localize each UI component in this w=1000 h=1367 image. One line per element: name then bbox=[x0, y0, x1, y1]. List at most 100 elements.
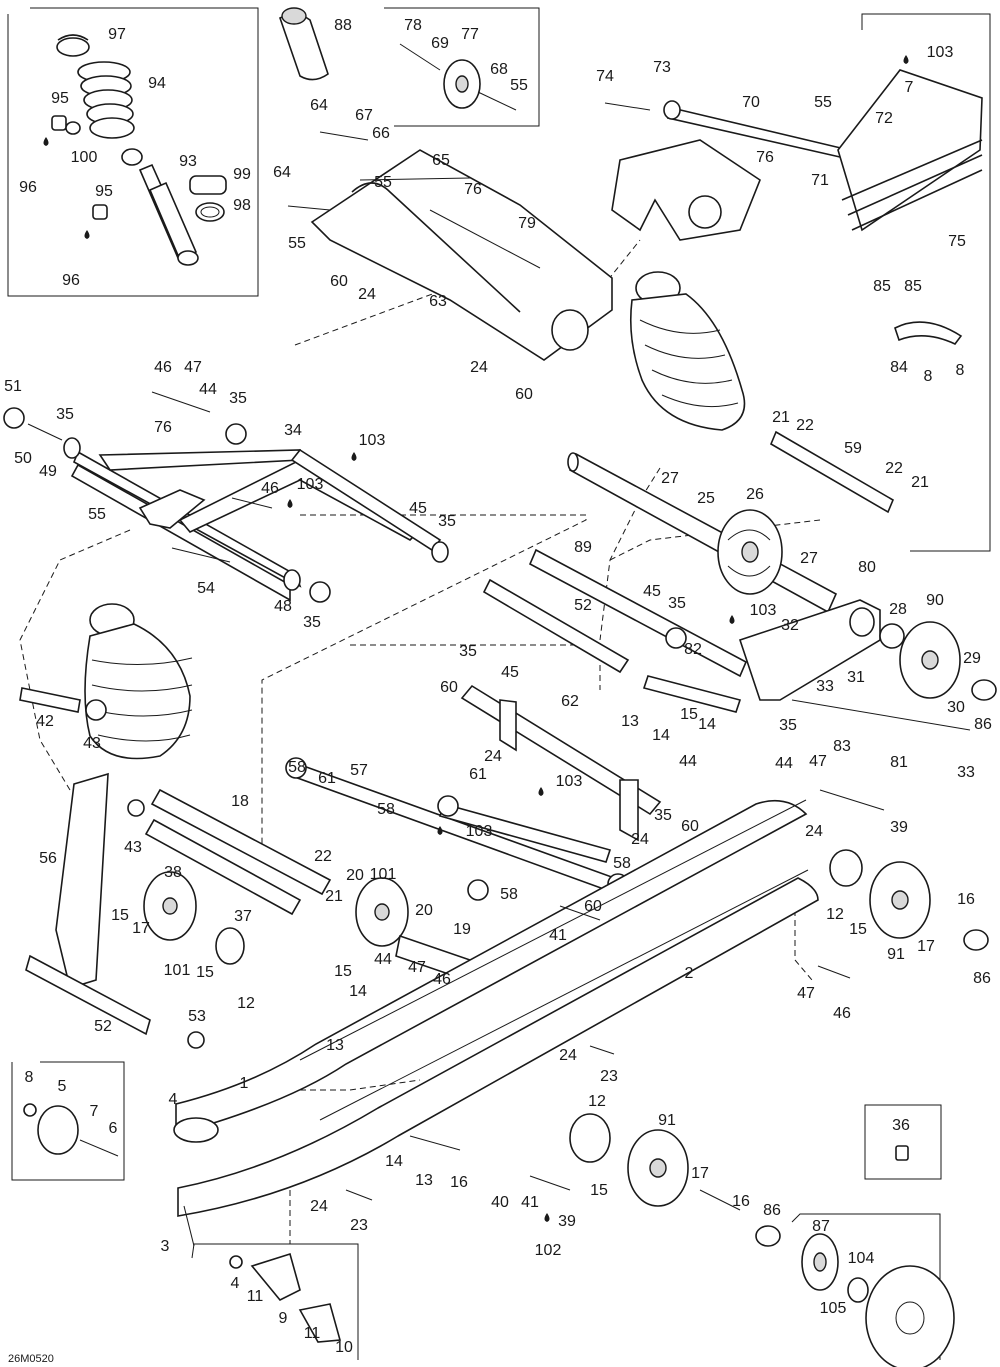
callout-6: 6 bbox=[109, 1120, 118, 1137]
callout-103: 103 bbox=[927, 44, 954, 61]
callout-16: 16 bbox=[450, 1174, 468, 1191]
callout-47: 47 bbox=[797, 985, 815, 1002]
callout-95: 95 bbox=[51, 90, 69, 107]
callout-99: 99 bbox=[233, 166, 251, 183]
callout-15: 15 bbox=[680, 706, 698, 723]
callout-1: 1 bbox=[240, 1075, 249, 1092]
idler-shaft-parts bbox=[482, 548, 748, 713]
rear-shock-spring-part bbox=[629, 271, 746, 431]
callout-24: 24 bbox=[631, 831, 649, 848]
callout-29: 29 bbox=[963, 650, 981, 667]
callout-100: 100 bbox=[71, 149, 98, 166]
callout-58: 58 bbox=[613, 855, 631, 872]
callout-47: 47 bbox=[809, 753, 827, 770]
callout-91: 91 bbox=[887, 946, 905, 963]
callout-63: 63 bbox=[429, 293, 447, 310]
callout-58: 58 bbox=[377, 801, 395, 818]
detail-frame-bracket bbox=[191, 1243, 359, 1360]
callout-105: 105 bbox=[820, 1300, 847, 1317]
callout-55: 55 bbox=[374, 174, 392, 191]
callout-90: 90 bbox=[926, 592, 944, 609]
callout-4: 4 bbox=[231, 1275, 240, 1292]
callout-17: 17 bbox=[917, 938, 935, 955]
callout-45: 45 bbox=[409, 500, 427, 517]
callout-79: 79 bbox=[518, 215, 536, 232]
bushing-parts bbox=[51, 115, 108, 220]
detail-frame-inset-36 bbox=[864, 1104, 942, 1180]
callout-55: 55 bbox=[510, 77, 528, 94]
callout-84: 84 bbox=[890, 359, 908, 376]
inset-fitting-part bbox=[895, 1145, 909, 1161]
callout-44: 44 bbox=[775, 755, 793, 772]
callout-14: 14 bbox=[652, 727, 670, 744]
callout-47: 47 bbox=[408, 959, 426, 976]
callout-49: 49 bbox=[39, 463, 57, 480]
callout-7: 7 bbox=[90, 1103, 99, 1120]
callout-75: 75 bbox=[948, 233, 966, 250]
callout-42: 42 bbox=[36, 713, 54, 730]
callout-50: 50 bbox=[14, 450, 32, 467]
callout-37: 37 bbox=[234, 908, 252, 925]
callout-44: 44 bbox=[679, 753, 697, 770]
callout-41: 41 bbox=[521, 1194, 539, 1211]
grease-drops-main bbox=[287, 55, 909, 1222]
callout-35: 35 bbox=[668, 595, 686, 612]
callout-26: 26 bbox=[746, 486, 764, 503]
center-crossmember-part bbox=[285, 684, 662, 901]
callout-21: 21 bbox=[911, 474, 929, 491]
callout-46: 46 bbox=[833, 1005, 851, 1022]
callout-66: 66 bbox=[372, 125, 390, 142]
callout-71: 71 bbox=[811, 172, 829, 189]
callout-46: 46 bbox=[154, 359, 172, 376]
callout-14: 14 bbox=[385, 1153, 403, 1170]
callout-20: 20 bbox=[415, 902, 433, 919]
callout-76: 76 bbox=[154, 419, 172, 436]
callout-93: 93 bbox=[179, 153, 197, 170]
callout-17: 17 bbox=[691, 1165, 709, 1182]
callout-74: 74 bbox=[596, 68, 614, 85]
callout-104: 104 bbox=[848, 1250, 875, 1267]
callout-8: 8 bbox=[924, 368, 933, 385]
clamp-parts bbox=[189, 175, 227, 222]
callout-15: 15 bbox=[111, 907, 129, 924]
callout-76: 76 bbox=[756, 149, 774, 166]
callout-91: 91 bbox=[658, 1112, 676, 1129]
callout-55: 55 bbox=[814, 94, 832, 111]
callout-27: 27 bbox=[661, 470, 679, 487]
shock-absorber-part bbox=[121, 148, 199, 266]
callout-18: 18 bbox=[231, 793, 249, 810]
callout-24: 24 bbox=[310, 1198, 328, 1215]
callout-89: 89 bbox=[574, 539, 592, 556]
callout-102: 102 bbox=[535, 1242, 562, 1259]
callout-38: 38 bbox=[164, 864, 182, 881]
callout-35: 35 bbox=[438, 513, 456, 530]
callout-13: 13 bbox=[326, 1037, 344, 1054]
callout-11: 11 bbox=[304, 1325, 321, 1342]
callout-23: 23 bbox=[600, 1068, 618, 1085]
stopper-bracket-part bbox=[894, 321, 963, 345]
callout-35: 35 bbox=[303, 614, 321, 631]
callout-5: 5 bbox=[58, 1078, 67, 1095]
rear-wheel-parts bbox=[569, 849, 989, 1247]
callout-54: 54 bbox=[197, 580, 215, 597]
callout-14: 14 bbox=[349, 983, 367, 1000]
spring-seat-part bbox=[56, 34, 90, 57]
callout-17: 17 bbox=[132, 920, 150, 937]
callout-34: 34 bbox=[284, 422, 302, 439]
detail-frame-idler-wheel bbox=[384, 7, 540, 127]
rear-axle-parts bbox=[567, 430, 895, 614]
callout-3: 3 bbox=[161, 1238, 170, 1255]
callout-35: 35 bbox=[654, 807, 672, 824]
callout-61: 61 bbox=[318, 770, 336, 787]
callout-101: 101 bbox=[164, 962, 191, 979]
figure-code: 26M0520 bbox=[8, 1353, 54, 1365]
hardware-bolts bbox=[183, 789, 885, 1247]
callout-68: 68 bbox=[490, 61, 508, 78]
callout-16: 16 bbox=[957, 891, 975, 908]
callout-16: 16 bbox=[732, 1193, 750, 1210]
a-arm-part bbox=[3, 391, 449, 603]
callout-39: 39 bbox=[558, 1213, 576, 1230]
callout-103: 103 bbox=[359, 432, 386, 449]
